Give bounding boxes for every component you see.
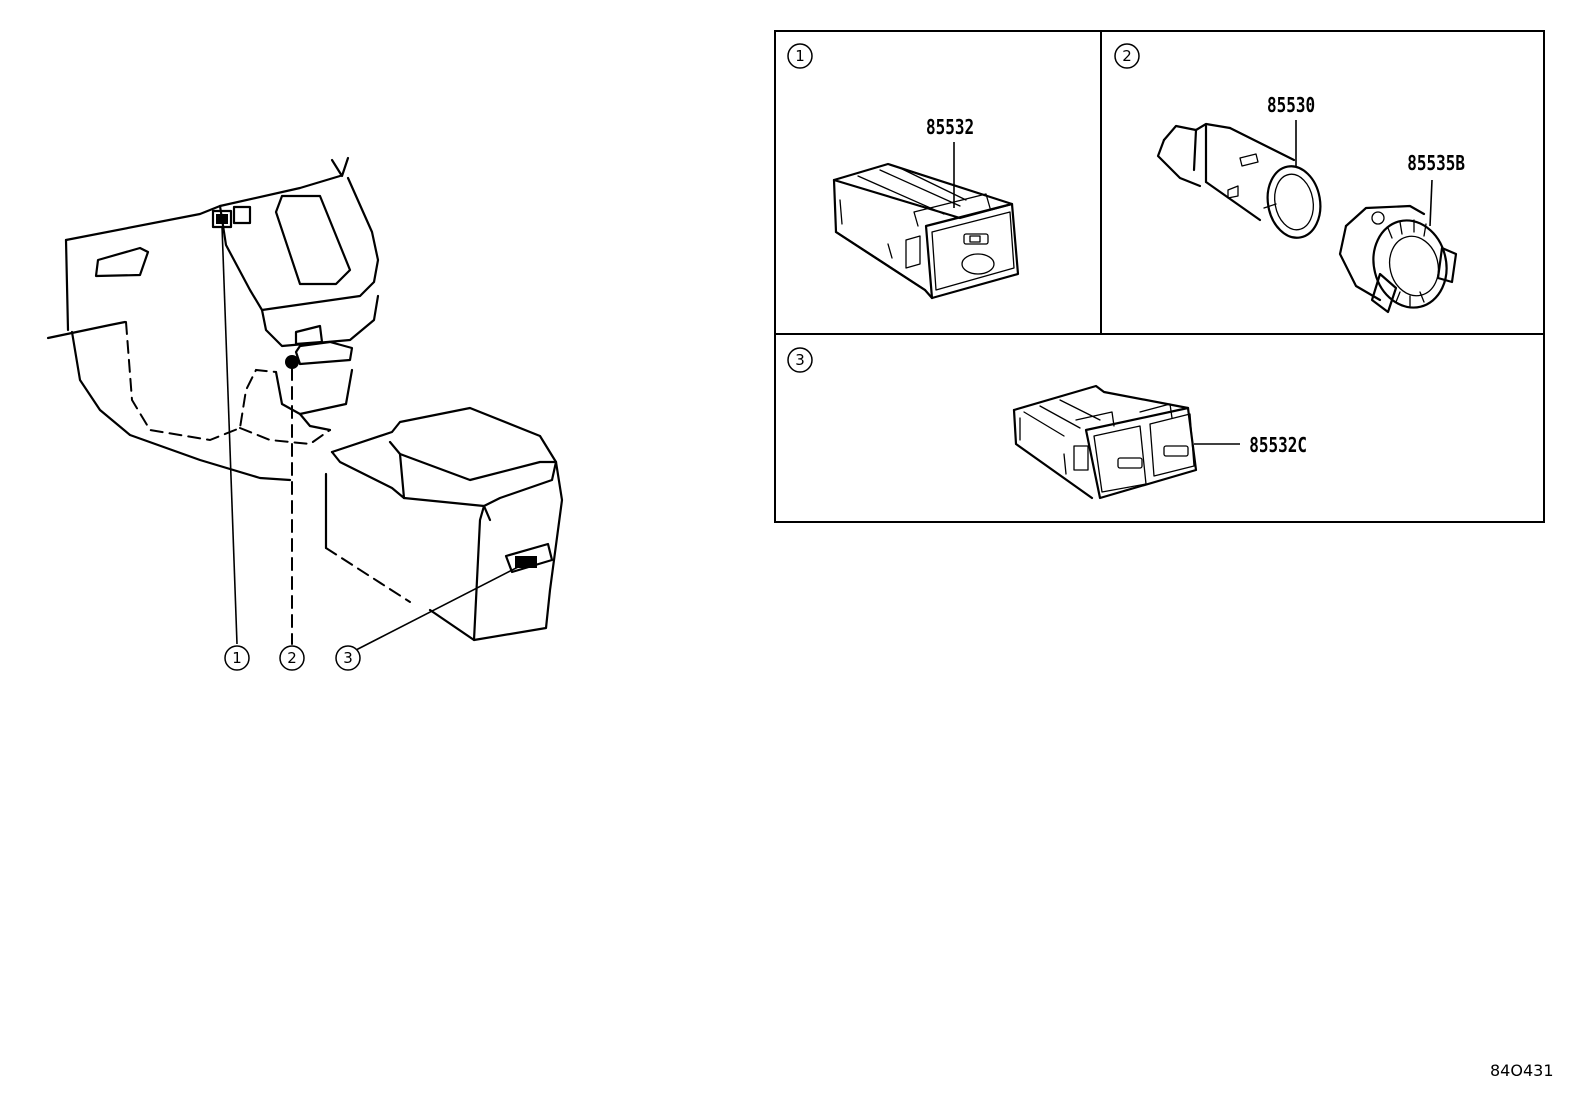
panel-3-index: 3 xyxy=(787,347,813,373)
overview-callout-2: 2 xyxy=(279,645,305,671)
svg-text:3: 3 xyxy=(343,649,353,667)
panel-2-index: 2 xyxy=(1114,43,1140,69)
svg-text:1: 1 xyxy=(795,47,805,65)
overview-console xyxy=(46,156,380,482)
part-number-85530: 85530 xyxy=(1267,94,1315,117)
svg-text:3: 3 xyxy=(795,351,805,369)
overview-callout-1: 1 xyxy=(224,645,250,671)
panel-3: 3 85532C xyxy=(787,347,1307,500)
part-drawing-85535B xyxy=(1338,204,1458,314)
svg-text:2: 2 xyxy=(1122,47,1132,65)
part-number-85535B: 85535B xyxy=(1407,152,1465,175)
panel-2: 2 85530 85535B xyxy=(1114,43,1465,314)
part-number-85532C: 85532C xyxy=(1249,434,1307,457)
detail-frame xyxy=(774,30,1545,523)
part-drawing-85532 xyxy=(832,162,1020,300)
svg-text:2: 2 xyxy=(287,649,297,667)
overview-rear-console xyxy=(324,406,564,642)
part-number-85532: 85532 xyxy=(926,116,974,139)
svg-text:1: 1 xyxy=(232,649,242,667)
panel-1: 1 85532 xyxy=(787,43,1020,300)
overview-callout-3: 3 xyxy=(335,645,361,671)
part-drawing-85532C xyxy=(1012,384,1198,500)
figure-code: 84O431 xyxy=(1490,1061,1554,1080)
panel-1-index: 1 xyxy=(787,43,813,69)
part-drawing-85530 xyxy=(1156,122,1322,239)
